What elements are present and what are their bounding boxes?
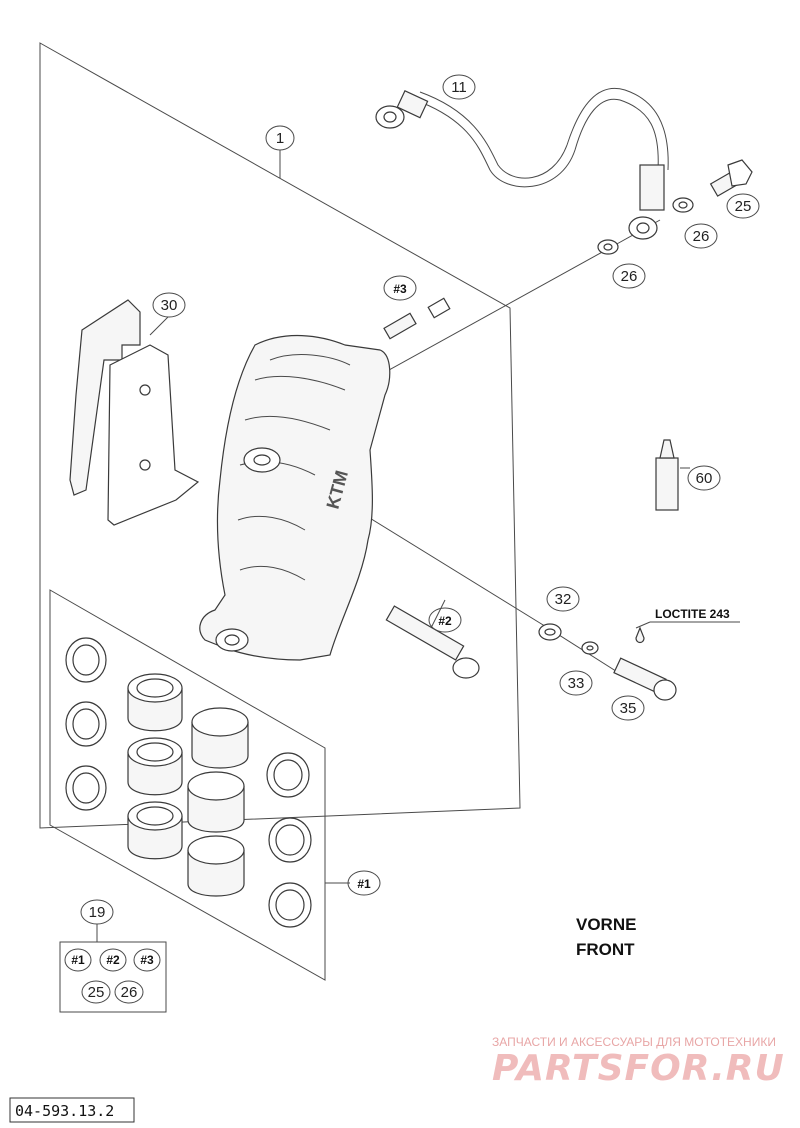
svg-text:#2: #2 (106, 953, 120, 967)
brake-line-hose (375, 88, 669, 240)
svg-text:60: 60 (696, 470, 713, 487)
caliper-assembly-panel (39, 42, 521, 829)
svg-text:33: 33 (568, 675, 585, 692)
kit-item-1: #1 (64, 948, 92, 972)
svg-text:19: 19 (89, 904, 106, 921)
mounting-bolt-35 (613, 626, 677, 701)
drawing-code: 04-593.13.2 (15, 1102, 114, 1120)
loctite-bottle (655, 439, 679, 511)
callout-32: 32 (546, 586, 580, 612)
watermark-tagline: ЗАПЧАСТИ И АКСЕССУАРЫ ДЛЯ МОТОТЕХНИКИ (492, 1035, 776, 1049)
svg-text:26: 26 (621, 268, 638, 285)
svg-text:#2: #2 (438, 614, 452, 628)
callout-30: 30 (152, 292, 186, 318)
callout-35: 35 (611, 695, 645, 721)
callout-1-kit: #1 (347, 870, 381, 896)
callout-3: #3 (383, 275, 417, 301)
brake-pads (69, 299, 200, 526)
callout-33: 33 (559, 670, 593, 696)
sealing-washers (597, 197, 694, 255)
repair-kit-box: #1 #2 #3 25 26 (59, 941, 167, 1013)
svg-text:25: 25 (735, 198, 752, 215)
loctite-label: LOCTITE 243 (655, 607, 730, 621)
kit-item-3: #3 (133, 948, 161, 972)
piston-seal-panel (49, 589, 326, 981)
svg-text:25: 25 (88, 984, 105, 1001)
svg-text:11: 11 (451, 79, 467, 96)
callout-26-upper: 26 (684, 223, 718, 249)
callout-19: 19 (80, 899, 114, 925)
svg-text:#3: #3 (393, 282, 407, 296)
brake-caliper-body: KTM (199, 335, 391, 661)
lock-washer-33 (581, 641, 599, 655)
kit-item-2: #2 (99, 948, 127, 972)
bleeder-valve (383, 297, 451, 340)
svg-text:26: 26 (121, 984, 138, 1001)
svg-text:#3: #3 (140, 953, 154, 967)
direction-label-en: FRONT (576, 940, 635, 959)
drawing-code-box: 04-593.13.2 (9, 1097, 135, 1123)
kit-item-25: 25 (81, 980, 111, 1004)
washer-32 (538, 623, 562, 641)
banjo-bolt (709, 159, 753, 197)
svg-text:35: 35 (620, 700, 637, 717)
svg-text:#1: #1 (71, 953, 85, 967)
direction-label-de: VORNE (576, 915, 636, 934)
piston-seal-set (65, 637, 312, 928)
svg-text:32: 32 (555, 591, 572, 608)
svg-text:1: 1 (276, 130, 284, 147)
guide-pin (385, 605, 480, 679)
callout-11: 11 (442, 74, 476, 100)
callout-25: 25 (726, 193, 760, 219)
svg-text:30: 30 (161, 297, 178, 314)
callout-60: 60 (687, 465, 721, 491)
svg-text:26: 26 (693, 228, 710, 245)
callout-2: #2 (428, 607, 462, 633)
callout-1: 1 (265, 125, 295, 151)
watermark-brand: PARTSFOR.RU (492, 1048, 785, 1089)
kit-item-26: 26 (114, 980, 144, 1004)
callout-26-lower: 26 (612, 263, 646, 289)
svg-text:#1: #1 (357, 877, 371, 891)
